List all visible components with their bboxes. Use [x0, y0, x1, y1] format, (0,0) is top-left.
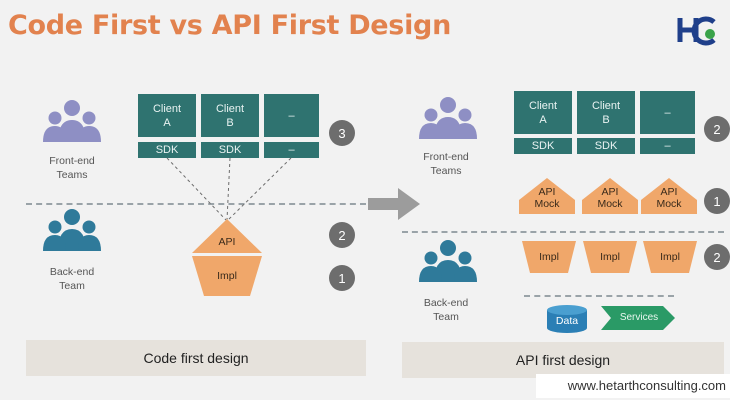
right-step-2-bottom-badge: 2: [704, 244, 730, 270]
left-step-3-badge: 3: [329, 120, 355, 146]
left-step-2-badge: 2: [329, 222, 355, 248]
right-api-mock-1-shape: [519, 178, 575, 214]
right-step-2-top-badge: 2: [704, 116, 730, 142]
back-end-team-label: Back-end Team: [49, 266, 95, 292]
right-sdk-b-box: SDK: [577, 138, 635, 154]
right-sdk-a-box: SDK: [514, 138, 572, 154]
website-url: www.hetarthconsulting.com: [536, 374, 730, 398]
right-back-team-icon: [419, 240, 477, 282]
code-first-caption: Code first design: [26, 340, 366, 376]
right-arrow-icon: [368, 188, 420, 220]
right-impl-divider: [524, 295, 674, 297]
data-label: Data: [555, 315, 579, 327]
right-api-mock-2-shape: [582, 178, 638, 214]
hc-logo-icon: [677, 16, 716, 46]
right-impl-1-shape: [522, 241, 576, 273]
left-client-a-box: Client A: [138, 94, 196, 137]
left-sdk-b-box: SDK: [201, 142, 259, 158]
right-impl-1-label: Impl: [539, 251, 559, 263]
left-api-label: API: [218, 236, 236, 248]
left-client-more-box: –: [264, 94, 319, 137]
database-icon: [547, 305, 587, 333]
right-front-team-icon: [419, 97, 477, 139]
back-team-icon: [43, 209, 101, 251]
right-sdk-more-box: –: [640, 138, 695, 154]
right-api-mock-3-label: API Mock: [656, 186, 682, 210]
api-first-caption: API first design: [402, 342, 724, 378]
services-label: Services: [619, 312, 659, 323]
right-api-mock-1-label: API Mock: [534, 186, 560, 210]
right-back-end-team-label: Back-end Team: [423, 297, 469, 323]
front-end-teams-label: Front-end Teams: [49, 155, 95, 181]
right-team-divider: [402, 231, 724, 233]
right-api-mock-3-shape: [641, 178, 697, 214]
page-title: Code First vs API First Design: [8, 10, 451, 41]
right-front-end-teams-label: Front-end Teams: [423, 151, 469, 177]
left-api-triangle: [192, 219, 262, 253]
left-client-b-box: Client B: [201, 94, 259, 137]
right-api-mock-2-label: API Mock: [597, 186, 623, 210]
left-impl-label: Impl: [217, 270, 237, 282]
left-sdk-more-box: –: [264, 142, 319, 158]
left-team-divider: [26, 203, 366, 205]
right-client-a-box: Client A: [514, 91, 572, 134]
right-client-b-box: Client B: [577, 91, 635, 134]
right-step-1-badge: 1: [704, 188, 730, 214]
right-impl-3-label: Impl: [660, 251, 680, 263]
left-impl-trapezoid: [192, 256, 262, 296]
front-team-icon: [43, 100, 101, 142]
services-chevron: [601, 306, 675, 330]
right-impl-3-shape: [643, 241, 697, 273]
right-client-more-box: –: [640, 91, 695, 134]
left-step-1-badge: 1: [329, 265, 355, 291]
right-impl-2-label: Impl: [600, 251, 620, 263]
right-impl-2-shape: [583, 241, 637, 273]
left-sdk-a-box: SDK: [138, 142, 196, 158]
